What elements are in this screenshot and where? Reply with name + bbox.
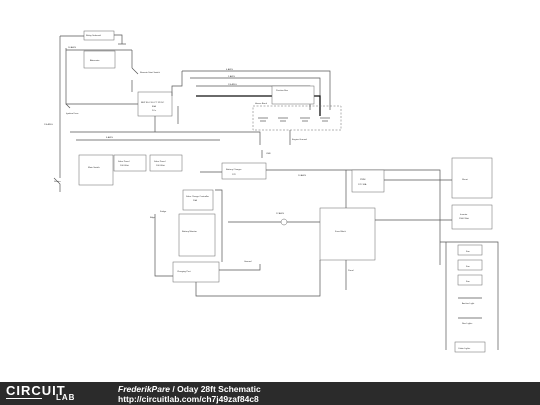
house-bank-label: House Bank <box>255 103 268 105</box>
solar-ctrl-label: Solar Charge Controller <box>186 195 209 198</box>
battery-cells <box>258 117 330 122</box>
wire <box>65 48 80 105</box>
pwm-label: PWM <box>360 179 366 181</box>
solar-panel2-box <box>149 154 183 172</box>
wire-label: 12 AWG <box>276 212 284 215</box>
circuitlab-logo: CIRCUIT <box>6 383 66 398</box>
wire <box>154 214 173 277</box>
bilge-label: Bilge <box>150 217 156 219</box>
circuitlab-logo-lab: LAB <box>56 393 76 402</box>
pwm-sub-label: 12V 30A <box>358 183 367 186</box>
solar-sub2-label: 100 Watt <box>156 164 165 167</box>
cabin-light-label: Cabin Lights <box>458 347 471 350</box>
load-fan1 <box>457 244 483 256</box>
fuse-ignition-label: Ignition Fuse <box>66 112 79 115</box>
solar-ctrl-sub: 20A <box>193 199 197 202</box>
schematic-diagram: Relay Solenoid Alternator 1/0 AWG 16 AWG… <box>44 30 499 353</box>
alternator-label: Alternator <box>90 59 100 62</box>
inverter-label: Inverter <box>460 213 468 216</box>
fuse-block-label: Fuse Block <box>335 231 347 233</box>
fan3-label: Fan <box>466 281 471 283</box>
usb-label: USB <box>266 153 271 155</box>
alternator-box <box>83 50 116 69</box>
wire <box>266 169 441 265</box>
load-fan2 <box>457 259 483 271</box>
project-title: Oday 28ft Schematic <box>177 384 261 394</box>
starter-relay-rating: 80A <box>152 105 156 108</box>
shunt-label: Shunt <box>462 178 468 181</box>
wire-label: 6 AWG <box>106 136 113 139</box>
footer-title: FrederikPare / Oday 28ft Schematic <box>118 384 261 394</box>
positive-bus-label: Positive Bus <box>276 89 289 92</box>
engine-label: Starter <box>54 180 61 183</box>
switch-remote <box>131 67 139 75</box>
shunt-box <box>451 157 493 199</box>
fuse-block-box <box>319 207 376 261</box>
footer-bar: CIRCUIT LAB FrederikPare / Oday 28ft Sch… <box>0 382 540 405</box>
fan1-label: Fan <box>466 251 471 253</box>
wire <box>195 260 321 297</box>
fuse-ignition <box>65 103 71 109</box>
wire <box>171 71 183 96</box>
battery-monitor-label: Battery Monitor <box>182 230 197 233</box>
wire-label: 1/0 AWG <box>228 83 237 86</box>
pwm-regulator-box <box>351 169 385 193</box>
solar-sub-label: 100 Watt <box>120 164 129 167</box>
solar-panel-label: Solar Panel <box>118 160 130 163</box>
battery-charger-box <box>221 162 267 180</box>
relay-solenoid-box <box>83 30 115 41</box>
starter-relay-label: BEP 80-C ELCT 7/8 DC <box>141 102 165 104</box>
inverter-box <box>451 204 493 230</box>
wire <box>114 34 123 44</box>
battery-monitor-box <box>178 213 216 257</box>
title-separator: / <box>169 384 178 394</box>
author-name: FrederikPare <box>118 384 170 394</box>
battery-charger-sub: 12V <box>232 174 236 176</box>
anchor-light-label: Anchor Light <box>462 302 475 305</box>
project-url[interactable]: http://circuitlab.com/ch7j49zaf84c8 <box>118 394 259 404</box>
wire-label: 16 AWG <box>68 46 76 49</box>
main-switch-label: Main Switch <box>88 166 101 169</box>
remote-switch-label: Remote Start Switch <box>140 71 161 74</box>
wire-heavy <box>196 95 321 116</box>
fan2-label: Fan <box>466 266 471 268</box>
wire-label: 1/0 AWG <box>44 123 53 126</box>
nav-lights-label: Nav Lights <box>462 322 473 325</box>
indicator-lamp <box>280 218 288 226</box>
starter-relay-box <box>137 91 173 117</box>
wire-load-bus <box>440 241 499 350</box>
charging-port-label: Charging Port <box>177 270 191 273</box>
panel-label: Panel <box>348 270 354 272</box>
solar-panel2-label: Solar Panel <box>154 160 166 163</box>
logo-underline <box>6 398 42 399</box>
load-fan3 <box>457 274 483 286</box>
starter-relay-rating2: 24 v <box>152 110 157 112</box>
wire-top <box>182 70 331 110</box>
house-bank-enclosure <box>252 105 342 131</box>
ground <box>53 177 61 192</box>
battery-charger-label: Battery Charger <box>226 168 242 171</box>
wire <box>70 131 261 145</box>
positive-bus-box <box>271 85 315 105</box>
wire <box>219 264 261 271</box>
wire-label: 4 AWG <box>226 68 233 71</box>
wire <box>215 189 223 262</box>
wire-label: 10 AWG <box>298 174 306 177</box>
relay-solenoid-label: Relay Solenoid <box>86 35 101 37</box>
solar-ctrl-box <box>182 189 214 211</box>
engine-ground-label: Engine Ground <box>292 138 307 141</box>
load-cabin-lights <box>454 341 486 353</box>
fridge-label: Fridge <box>160 210 167 213</box>
inverter-sub-label: 1500 Watt <box>459 217 469 220</box>
wire-label: 2 AWG <box>228 75 235 78</box>
ground-label: Ground <box>244 260 252 263</box>
main-switch-box <box>78 154 114 186</box>
solar-panel-box <box>113 154 147 172</box>
